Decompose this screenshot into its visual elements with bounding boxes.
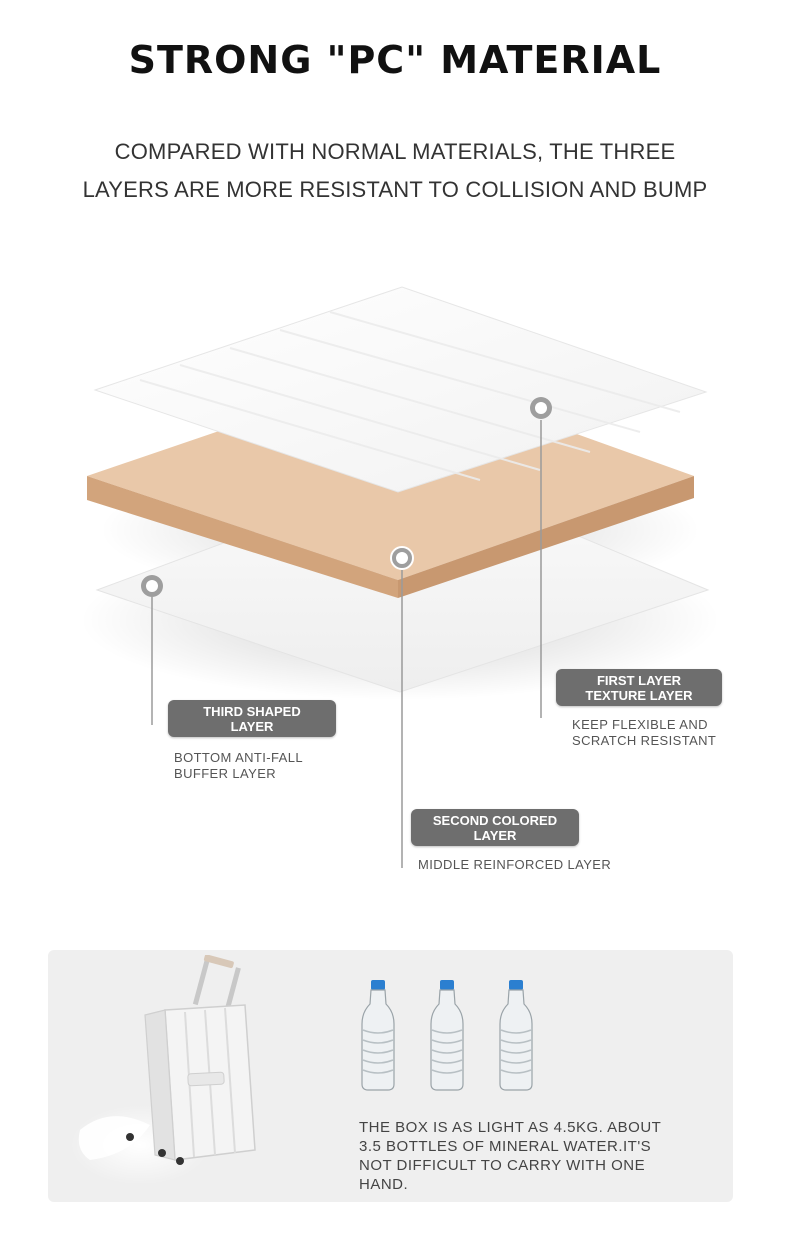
second-layer-front-right [398, 476, 694, 598]
first-layer-label-line1: FIRST LAYER [596, 672, 682, 688]
first-layer-desc-line1: KEEP FLEXIBLE AND [572, 717, 708, 732]
water-bottle-icon [499, 980, 533, 1091]
second-layer-label: SECOND COLORED LAYER [411, 809, 579, 846]
subtitle-line-2: LAYERS ARE MORE RESISTANT TO COLLISION A… [82, 177, 708, 202]
water-bottle-icon [361, 980, 395, 1091]
third-layer-description: BOTTOM ANTI-FALL BUFFER LAYER [174, 750, 303, 782]
third-layer-label-line2: LAYER [230, 718, 274, 734]
second-layer-label-line1: SECOND COLORED [432, 812, 558, 828]
water-bottle-icon [430, 980, 464, 1091]
second-layer-description: MIDDLE REINFORCED LAYER [418, 857, 611, 873]
third-layer-label: THIRD SHAPED LAYER [168, 700, 336, 737]
suitcase-image [70, 955, 256, 1185]
marker-ring-icon [390, 546, 414, 570]
second-layer-label-line2: LAYER [473, 827, 517, 843]
weight-line-4: HAND. [359, 1176, 409, 1193]
third-layer-label-line1: THIRD SHAPED [203, 703, 301, 719]
weight-line-1: THE BOX IS AS LIGHT AS 4.5KG. ABOUT [359, 1119, 662, 1136]
marker-ring-icon [530, 397, 552, 419]
first-layer-label-line2: TEXTURE LAYER [585, 687, 693, 703]
first-layer-texture [139, 311, 681, 481]
first-layer-description: KEEP FLEXIBLE AND SCRATCH RESISTANT [572, 717, 716, 749]
third-layer-desc-line1: BOTTOM ANTI-FALL [174, 750, 303, 765]
second-layer-front-left [87, 476, 398, 598]
first-layer-desc-line2: SCRATCH RESISTANT [572, 733, 717, 748]
layers-illustration [80, 286, 720, 868]
first-layer-label: FIRST LAYER TEXTURE LAYER [556, 669, 722, 706]
subtitle-line-1: COMPARED WITH NORMAL MATERIALS, THE THRE… [114, 139, 676, 164]
marker-ring-icon [141, 575, 163, 597]
third-layer-desc-line2: BUFFER LAYER [174, 766, 277, 781]
second-layer-desc-line1: MIDDLE REINFORCED LAYER [418, 857, 612, 872]
weight-line-2: 3.5 BOTTLES OF MINERAL WATER.IT'S [359, 1138, 652, 1155]
weight-line-3: NOT DIFFICULT TO CARRY WITH ONE [359, 1157, 646, 1174]
weight-description: THE BOX IS AS LIGHT AS 4.5KG. ABOUT 3.5 … [359, 1118, 719, 1194]
page-title: STRONG "PC" MATERIAL [128, 38, 662, 82]
